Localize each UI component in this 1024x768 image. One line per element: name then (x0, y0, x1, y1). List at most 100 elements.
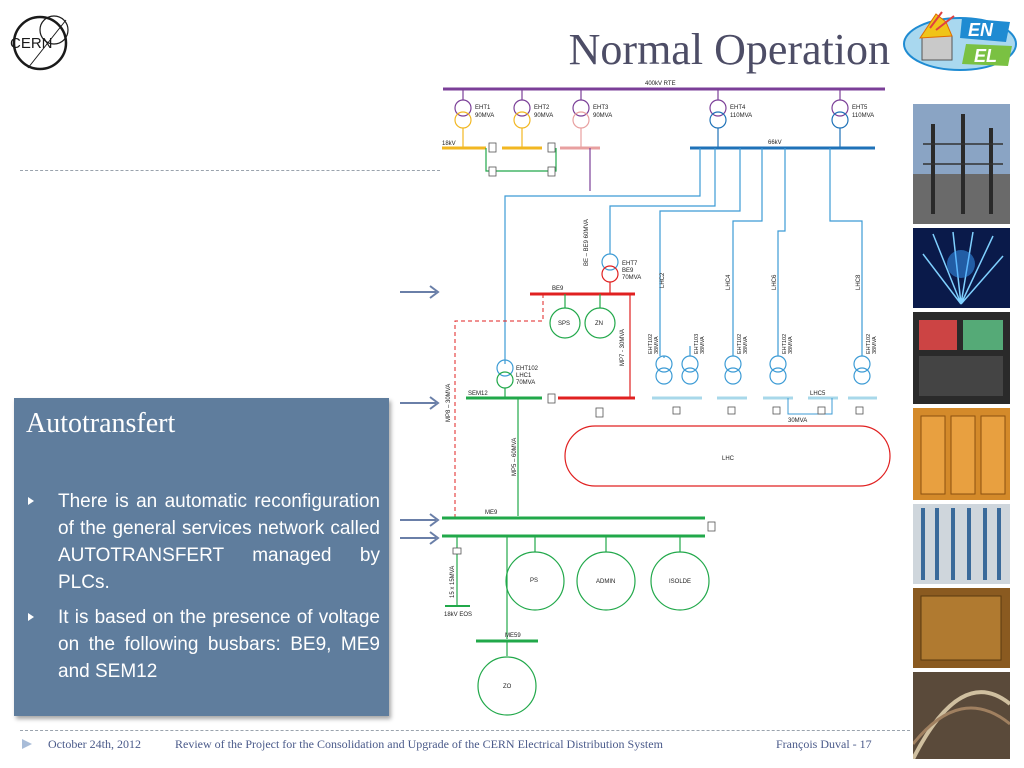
svg-text:LHC1: LHC1 (516, 373, 532, 379)
transformer-lhc-4: EHT102 38MVA (769, 334, 794, 385)
bus-me59-label: ME59 (505, 633, 521, 639)
load-lhc (564, 425, 891, 487)
feeder-lhc8 (829, 148, 863, 356)
photo-control-room (913, 312, 1010, 404)
bus-lhc5-label: LHC5 (810, 391, 826, 397)
feeder-lhc2 (659, 148, 741, 356)
compensator-label: 30MVA (788, 418, 807, 424)
svg-text:EHT4: EHT4 (730, 105, 746, 111)
arrow-me9-icon (400, 513, 440, 527)
transformer-eht102-lhc1: EHT102 LHC1 70MVA (496, 359, 539, 398)
header-divider (20, 170, 440, 171)
load-admin (576, 551, 636, 611)
footer-marker-icon (22, 739, 32, 749)
footer-author-page: François Duval - 17 (776, 737, 872, 751)
photo-panels (913, 588, 1010, 668)
svg-text:38MVA: 38MVA (872, 336, 878, 354)
coupler-18kv-1 (488, 142, 497, 153)
single-line-diagram: 400kV RTE EHT1 90MVA EHT2 90MVA EHT3 90M… (400, 81, 891, 716)
svg-text:90MVA: 90MVA (534, 113, 553, 119)
photo-switchgear (913, 408, 1010, 500)
photo-strip (913, 104, 1010, 759)
arrow-me9-2-icon (400, 531, 440, 545)
enel-logo-line1: EN (968, 20, 994, 40)
svg-text:70MVA: 70MVA (622, 275, 641, 281)
coupler-me9 (707, 521, 716, 532)
autotransfert-callout: Autotransfert There is an automatic reco… (14, 398, 389, 716)
footer-project: Review of the Project for the Consolidat… (175, 737, 663, 751)
enel-logo-line2: EL (974, 46, 997, 66)
svg-text:110MVA: 110MVA (730, 113, 752, 119)
svg-text:90MVA: 90MVA (475, 113, 494, 119)
bus-eos-label: 18kV EOS (444, 612, 472, 618)
svg-text:SPS: SPS (558, 321, 570, 327)
feeder-lhc2-label: LHC2 (660, 272, 666, 288)
photo-substation (913, 104, 1010, 224)
load-isolde (650, 551, 710, 611)
load-lhc-label: LHC (722, 456, 735, 462)
svg-text:EHT103: EHT103 (694, 334, 700, 354)
transformer-eht4: EHT4 110MVA (709, 89, 752, 148)
coupler-18kv-2 (547, 142, 556, 153)
svg-text:EHT7: EHT7 (622, 261, 638, 267)
link-mp5-label: MP5 – 60MVA (512, 438, 518, 476)
svg-text:EHT1: EHT1 (475, 105, 491, 111)
transformer-eht5: EHT5 110MVA (831, 89, 874, 148)
svg-text:38MVA: 38MVA (654, 336, 660, 354)
svg-text:70MVA: 70MVA (516, 380, 535, 386)
svg-text:ADMIN: ADMIN (596, 579, 615, 585)
transformer-eht2: EHT2 90MVA (513, 89, 553, 148)
svg-text:BE9: BE9 (622, 268, 634, 274)
svg-text:EHT2: EHT2 (534, 105, 550, 111)
svg-text:EHT102: EHT102 (782, 334, 788, 354)
bus-sem12-label: SEM12 (468, 391, 488, 397)
feeder-lhc4 (732, 148, 763, 356)
callout-title: Autotransfert (26, 408, 176, 439)
link-mp8-label: MP8 – 30MVA (446, 384, 452, 422)
arrow-sem12-icon (400, 396, 440, 410)
svg-text:EHT3: EHT3 (593, 105, 609, 111)
arrow-be9-icon (400, 285, 440, 299)
bus-66kv-label: 66kV (768, 140, 782, 146)
footer-divider (20, 730, 910, 731)
link-eos-label: 15 x 15MVA (450, 566, 456, 598)
callout-bullet-text: There is an automatic reconfiguration of… (58, 491, 380, 593)
link-18kv (485, 148, 557, 172)
transformer-lhc-1: EHT102 38MVA (648, 334, 673, 385)
transformer-lhc-5: EHT102 38MVA (853, 334, 878, 385)
transformer-lhc-2: EHT103 38MVA (681, 334, 706, 385)
load-ps (505, 551, 565, 611)
callout-bullet-list: There is an automatic reconfiguration of… (28, 488, 380, 693)
be-link-label: BE – BE9 60MVA (584, 219, 590, 266)
bus-be9-label: BE9 (552, 286, 564, 292)
transformer-lhc-3: EHT102 38MVA (724, 334, 749, 385)
bus-me9-label: ME9 (485, 510, 498, 516)
link-mp7-label: MP7 - 30MVA (620, 329, 626, 366)
svg-text:38MVA: 38MVA (743, 336, 749, 354)
lhc-breakers (672, 406, 864, 415)
bus-400kv-label: 400kV RTE (645, 81, 676, 87)
callout-bullet: There is an automatic reconfiguration of… (28, 488, 380, 596)
feeder-lhc1 (504, 148, 701, 364)
compensator-link (787, 398, 833, 415)
cern-logo: CERN (10, 15, 69, 71)
photo-tunnel (913, 672, 1010, 759)
svg-text:PS: PS (530, 578, 538, 584)
svg-text:ZN: ZN (595, 321, 603, 327)
load-zn (584, 307, 616, 339)
svg-text:EHT5: EHT5 (852, 105, 868, 111)
enel-logo: EN EL (903, 11, 1017, 71)
feeder-lhc8-label: LHC8 (856, 274, 862, 290)
svg-text:38MVA: 38MVA (788, 336, 794, 354)
bus-18kv-label: 18kV (442, 141, 456, 147)
svg-text:38MVA: 38MVA (700, 336, 706, 354)
svg-text:ISOLDE: ISOLDE (669, 579, 691, 585)
feeder-lhc4-label: LHC4 (726, 274, 732, 290)
svg-text:ZO: ZO (503, 684, 512, 690)
feeder-be9 (609, 148, 716, 254)
svg-text:EHT102: EHT102 (516, 366, 539, 372)
svg-text:EHT102: EHT102 (737, 334, 743, 354)
load-sps (549, 307, 581, 339)
photo-fiber-optics (913, 228, 1010, 308)
svg-text:90MVA: 90MVA (593, 113, 612, 119)
